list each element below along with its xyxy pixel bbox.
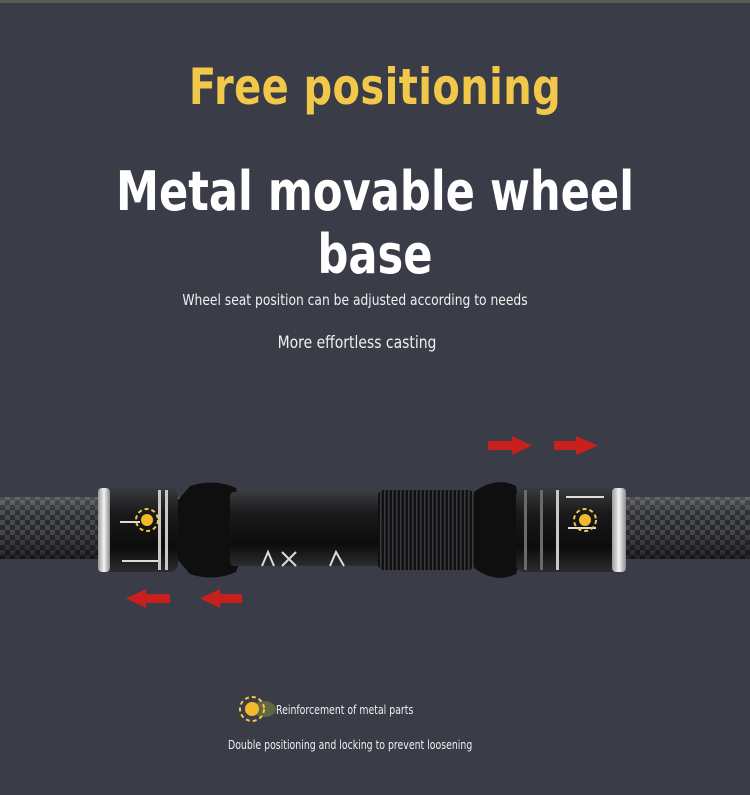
arrow-left-icon	[126, 589, 170, 608]
threaded-section	[378, 490, 474, 570]
feature-reinforcement: Reinforcement of metal parts	[276, 703, 414, 717]
position-dot-icon	[573, 508, 597, 532]
left-hood	[178, 482, 240, 578]
page-subtitle: Metal movable wheel base	[115, 160, 635, 286]
feature-locking: Double positioning and locking to preven…	[228, 738, 473, 752]
arrow-left-icon	[200, 589, 242, 608]
page-title: Free positioning	[188, 58, 562, 116]
reel-seat-illustration	[0, 436, 750, 608]
description-line-2: More effortless casting	[277, 333, 437, 353]
right-locking-cap	[516, 488, 626, 572]
arrow-right-icon	[488, 436, 532, 455]
position-dot-icon	[135, 508, 159, 532]
top-strip	[0, 0, 750, 3]
arrow-right-icon	[554, 436, 598, 455]
reel-seat-barrel	[230, 492, 382, 566]
position-dot-icon	[239, 696, 276, 722]
right-hood	[474, 482, 520, 578]
description-line-1: Wheel seat position can be adjusted acco…	[182, 291, 528, 309]
